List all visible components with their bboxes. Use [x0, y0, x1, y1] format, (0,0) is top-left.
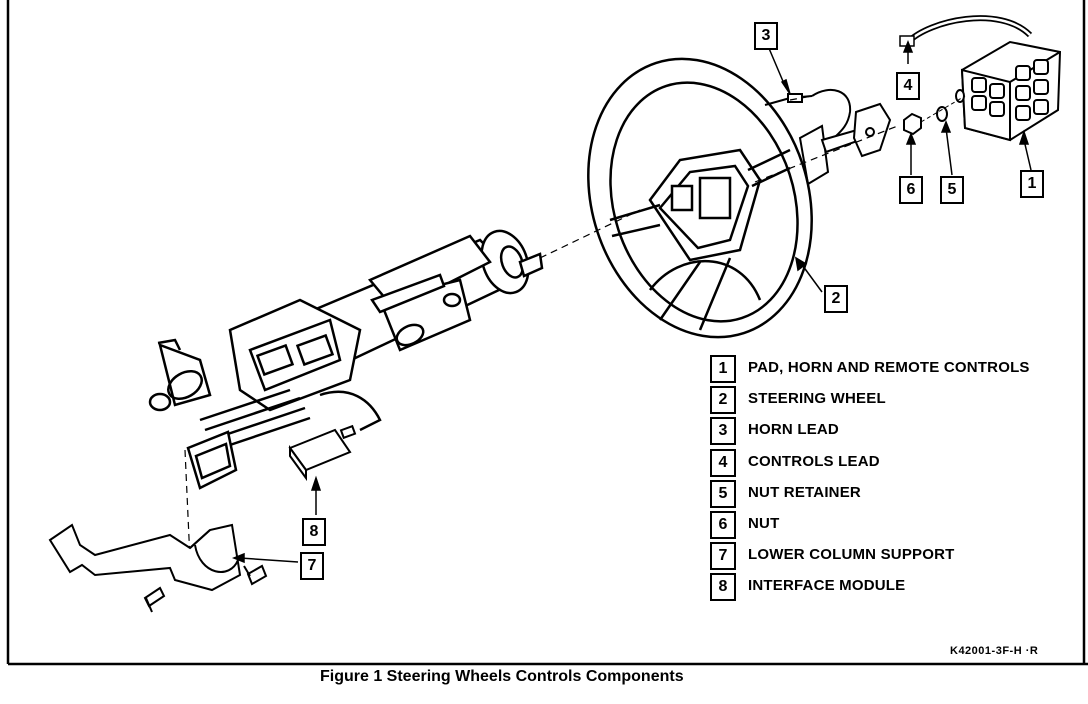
callout-3: 3: [754, 22, 778, 50]
bolt-drawings: [143, 564, 268, 613]
lower-column-support-drawing: [48, 523, 242, 592]
control-pad-drawing: [960, 40, 1062, 142]
parts-legend: 1 PAD, HORN AND REMOTE CONTROLS 2 STEERI…: [710, 355, 1060, 605]
callout-leaders: [231, 39, 1032, 564]
callout-1: 1: [1020, 170, 1044, 198]
reference-code: K42001-3F-H ·R: [950, 645, 1039, 657]
legend-number: 3: [710, 417, 736, 446]
legend-label: PAD, HORN AND REMOTE CONTROLS: [748, 359, 1030, 376]
legend-number: 1: [710, 355, 736, 383]
callout-6: 6: [899, 176, 923, 204]
horn-contact-drawing: [798, 102, 892, 186]
steering-column-drawing: [148, 229, 544, 490]
callout-5: 5: [940, 176, 964, 204]
legend-label: HORN LEAD: [748, 421, 839, 439]
legend-row: 3 HORN LEAD: [710, 417, 1060, 448]
legend-number: 6: [710, 510, 736, 539]
callout-2: 2: [824, 285, 848, 313]
legend-row: 2 STEERING WHEEL: [710, 386, 1060, 417]
legend-label: INTERFACE MODULE: [748, 577, 906, 595]
nut-drawing: [903, 112, 922, 136]
legend-row: 8 INTERFACE MODULE: [710, 573, 1060, 604]
legend-row: 5 NUT RETAINER: [710, 479, 1060, 511]
border-frame: [6, 0, 1088, 666]
legend-label: NUT: [748, 514, 780, 532]
legend-row: 6 NUT: [710, 510, 1060, 542]
legend-label: CONTROLS LEAD: [748, 452, 880, 470]
legend-row: 4 CONTROLS LEAD: [710, 448, 1060, 480]
horn-lead-drawing: [764, 88, 852, 139]
legend-label: LOWER COLUMN SUPPORT: [748, 546, 955, 564]
legend-label: STEERING WHEEL: [748, 390, 886, 408]
callout-8: 8: [302, 518, 326, 546]
legend-number: 4: [710, 448, 736, 477]
legend-number: 5: [710, 479, 736, 508]
legend-number: 8: [710, 573, 736, 602]
assembly-dash-lines: [184, 95, 901, 561]
legend-row: 1 PAD, HORN AND REMOTE CONTROLS: [710, 355, 1060, 386]
steering-wheel-drawing: [587, 57, 813, 339]
figure-caption: Figure 1 Steering Wheels Controls Compon…: [320, 668, 684, 685]
legend-number: 2: [710, 386, 736, 415]
callout-7: 7: [300, 552, 324, 580]
interface-module-drawing: [288, 424, 357, 482]
callout-4: 4: [896, 72, 920, 100]
legend-row: 7 LOWER COLUMN SUPPORT: [710, 542, 1060, 573]
legend-number: 7: [710, 542, 736, 571]
legend-label: NUT RETAINER: [748, 483, 861, 501]
